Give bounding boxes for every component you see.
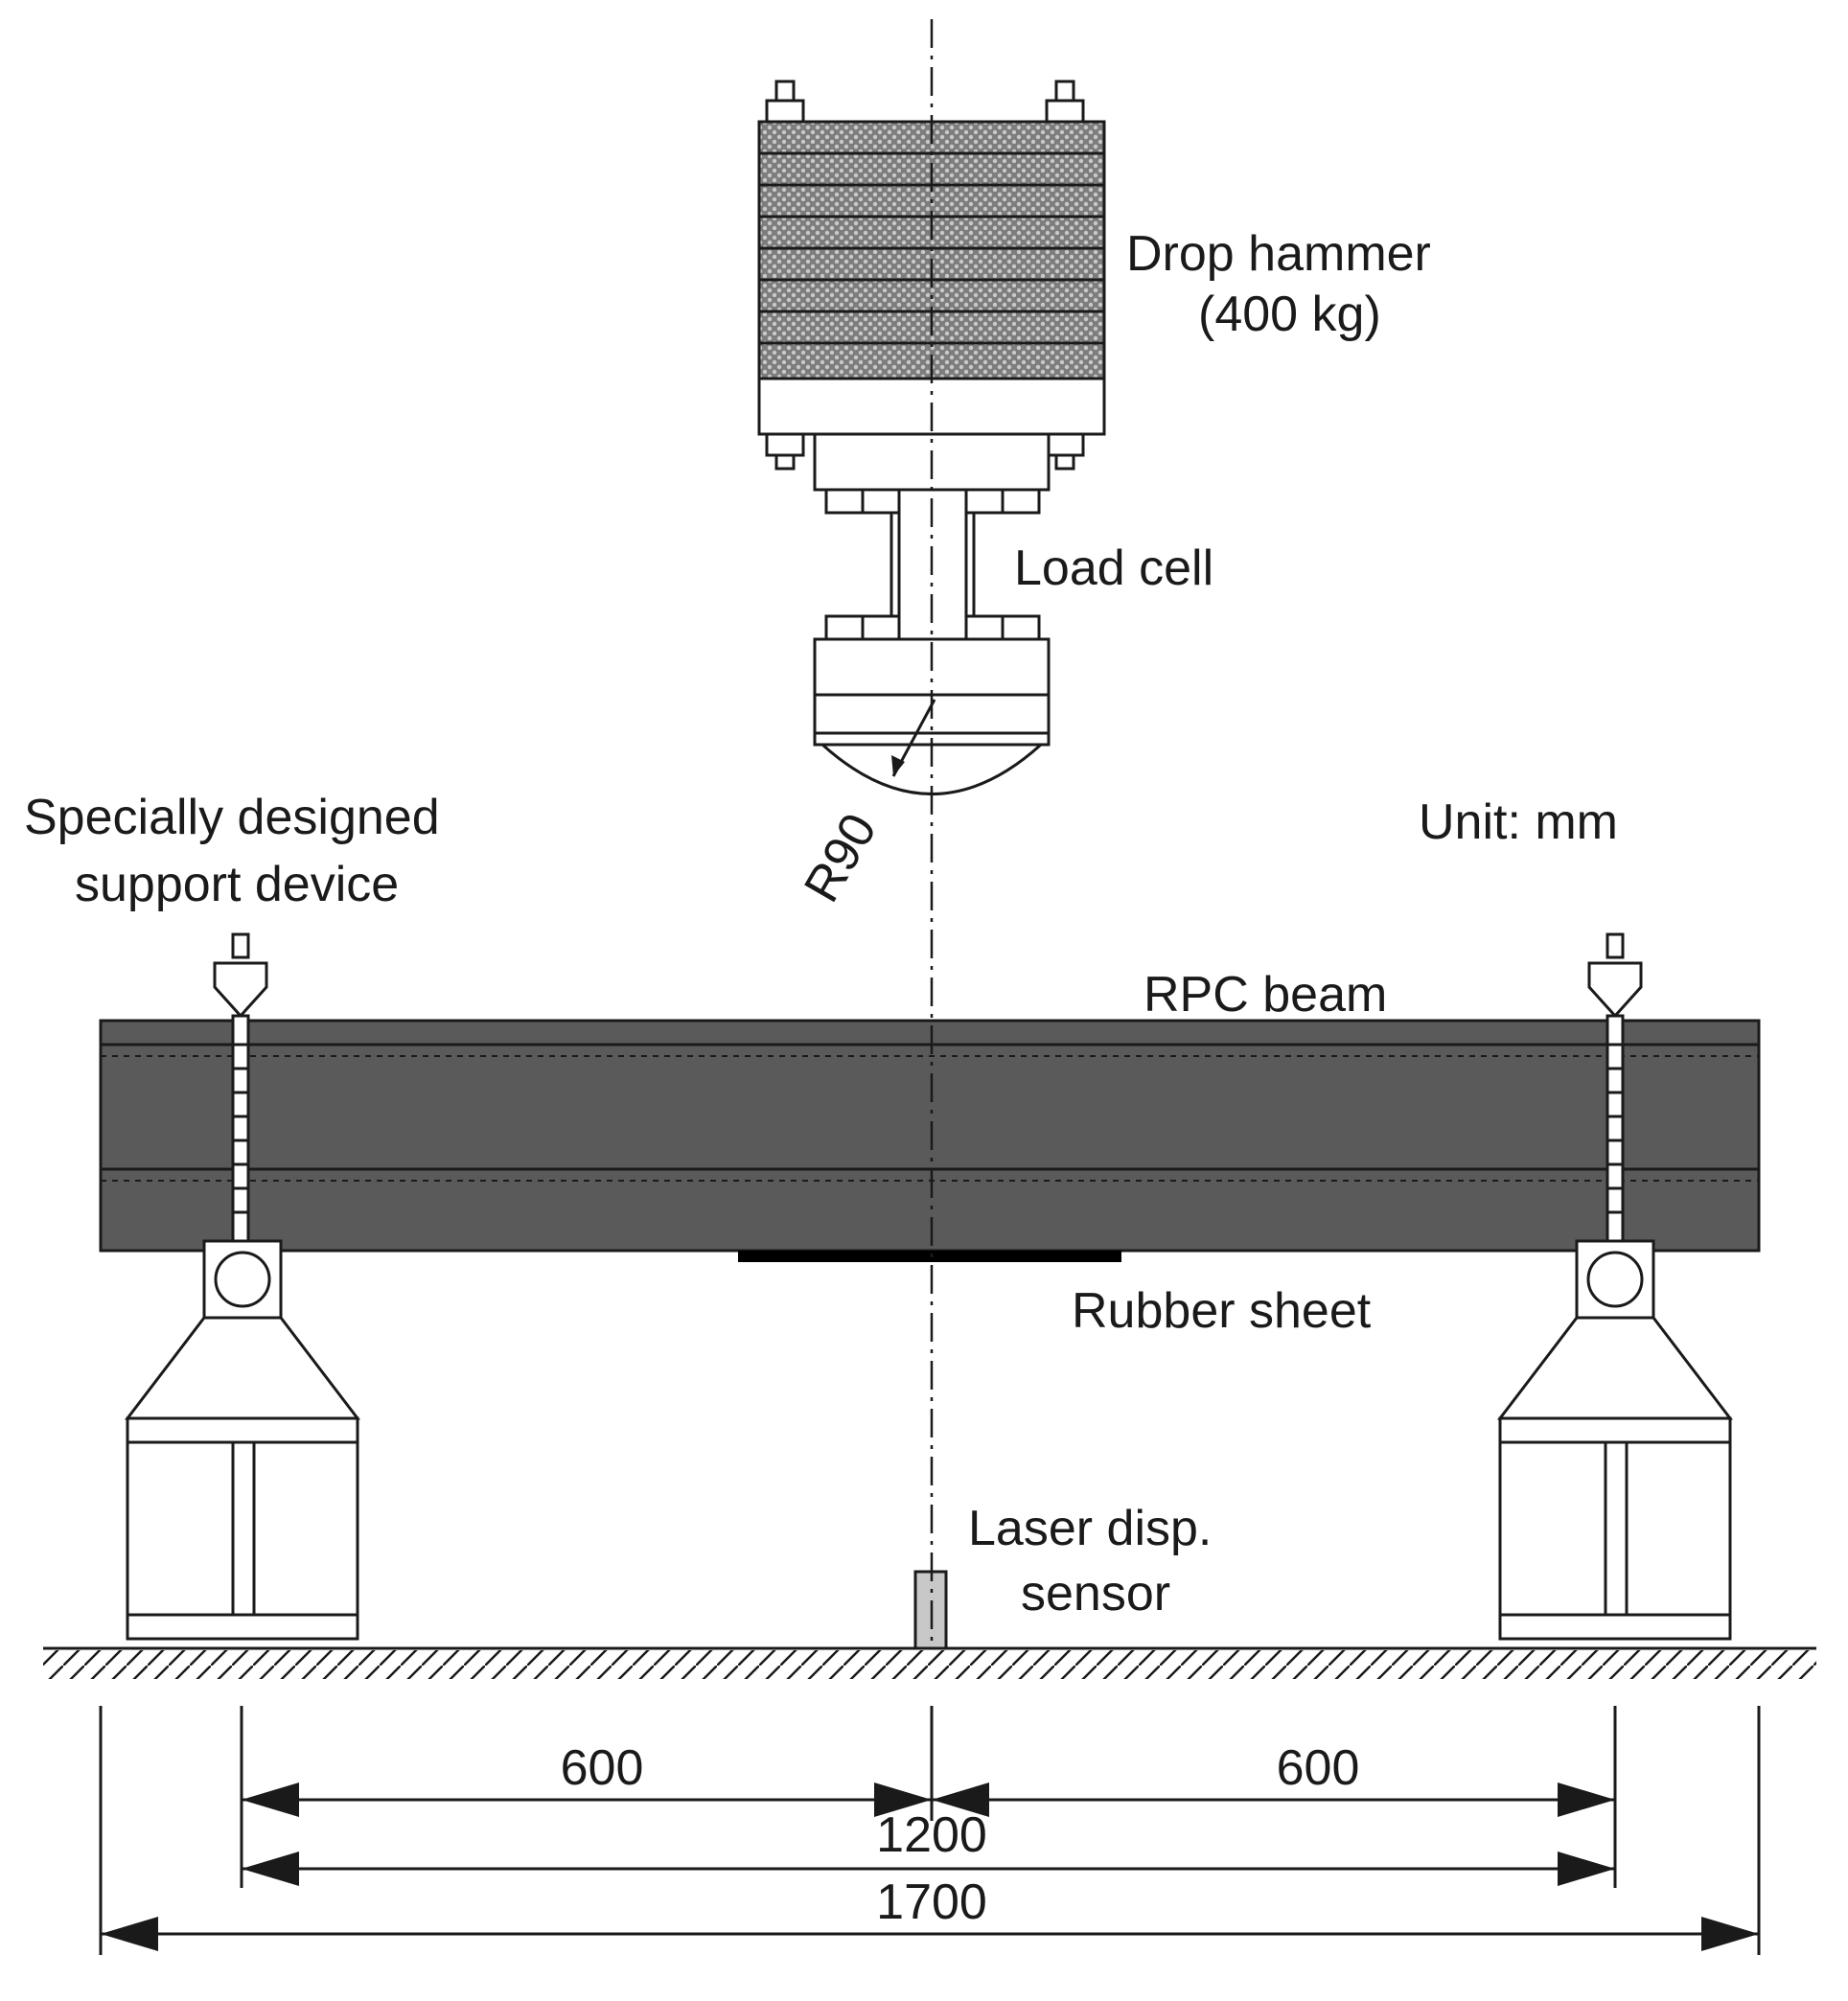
laser-sensor-label-2: sensor bbox=[1021, 1566, 1170, 1622]
laser-sensor-label: Laser disp. bbox=[968, 1501, 1212, 1556]
bottom-bolt-right-nut bbox=[1045, 432, 1085, 457]
dimension-lines bbox=[99, 1706, 1761, 1955]
beam-label: RPC beam bbox=[1143, 967, 1387, 1023]
drop-hammer-mass-label: (400 kg) bbox=[1198, 287, 1381, 342]
support-device-label-2: support device bbox=[75, 857, 399, 912]
load-cell-label: Load cell bbox=[1014, 540, 1213, 596]
top-bolt-left bbox=[774, 80, 796, 103]
unit-label: Unit: mm bbox=[1419, 794, 1618, 850]
top-bolt-right bbox=[1054, 80, 1075, 103]
bottom-bolt-left bbox=[774, 453, 796, 471]
load-cell-rod-right bbox=[964, 511, 976, 620]
dim-label-1700: 1700 bbox=[876, 1874, 987, 1930]
radius-label: R90 bbox=[794, 804, 888, 911]
left-support-device bbox=[124, 932, 361, 1641]
dim-label-1200: 1200 bbox=[876, 1807, 987, 1863]
rubber-sheet-label: Rubber sheet bbox=[1072, 1283, 1372, 1339]
load-cell-rod-left bbox=[889, 511, 901, 620]
top-bolt-left-nut bbox=[765, 99, 805, 124]
dim-label-600-left: 600 bbox=[561, 1740, 644, 1796]
bottom-bolt-right bbox=[1054, 453, 1075, 471]
hemispherical-tip bbox=[819, 743, 1045, 795]
support-device-label: Specially designed bbox=[24, 790, 440, 845]
rpc-beam bbox=[99, 1019, 1761, 1253]
right-support-device bbox=[1496, 932, 1734, 1641]
ground bbox=[43, 1646, 1816, 1679]
dim-label-600-right: 600 bbox=[1277, 1740, 1360, 1796]
top-bolt-right-nut bbox=[1045, 99, 1085, 124]
rubber-sheet bbox=[738, 1251, 1121, 1262]
drop-hammer-label: Drop hammer bbox=[1126, 226, 1431, 282]
bottom-bolt-left-nut bbox=[765, 432, 805, 457]
